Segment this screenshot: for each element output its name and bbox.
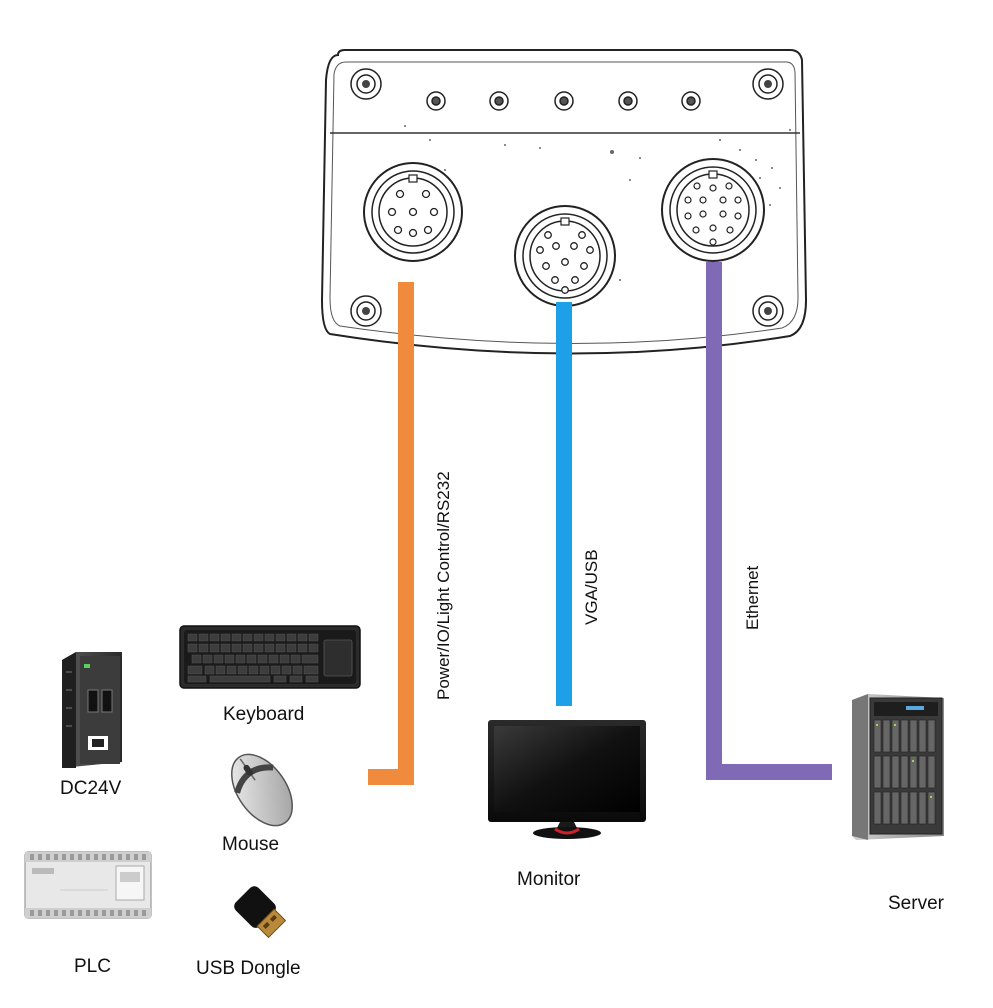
label-mouse: Mouse <box>222 834 280 855</box>
cable-ethernet <box>706 262 832 780</box>
cable-power-io <box>368 282 414 785</box>
ethernet-connector <box>661 158 765 262</box>
label-vga-usb-cable: VGA/USB <box>582 549 601 625</box>
controller-device <box>320 49 808 355</box>
screw-bottom-left <box>350 295 382 327</box>
dc24v-power-supply-icon <box>62 652 122 768</box>
label-dc24v: DC24V <box>60 778 122 799</box>
usb-dongle-icon <box>234 886 287 939</box>
label-keyboard: Keyboard <box>223 704 305 725</box>
power-io-connector <box>363 162 463 262</box>
server-icon <box>852 694 944 840</box>
plc-icon <box>24 851 152 919</box>
mouse-icon <box>231 753 293 827</box>
label-monitor: Monitor <box>517 869 581 890</box>
label-server: Server <box>888 893 944 914</box>
screw-top-left <box>350 68 382 100</box>
screw-bottom-right <box>752 295 784 327</box>
indicator-leds <box>426 91 701 111</box>
monitor-icon <box>488 720 646 839</box>
screw-top-right <box>752 68 784 100</box>
label-power-io-cable: Power/IO/Light Control/RS232 <box>434 471 453 700</box>
keyboard-icon <box>179 625 361 689</box>
vga-usb-connector <box>514 205 616 307</box>
label-plc: PLC <box>74 956 111 977</box>
label-ethernet-cable: Ethernet <box>743 565 762 630</box>
label-usb-dongle: USB Dongle <box>196 958 301 979</box>
